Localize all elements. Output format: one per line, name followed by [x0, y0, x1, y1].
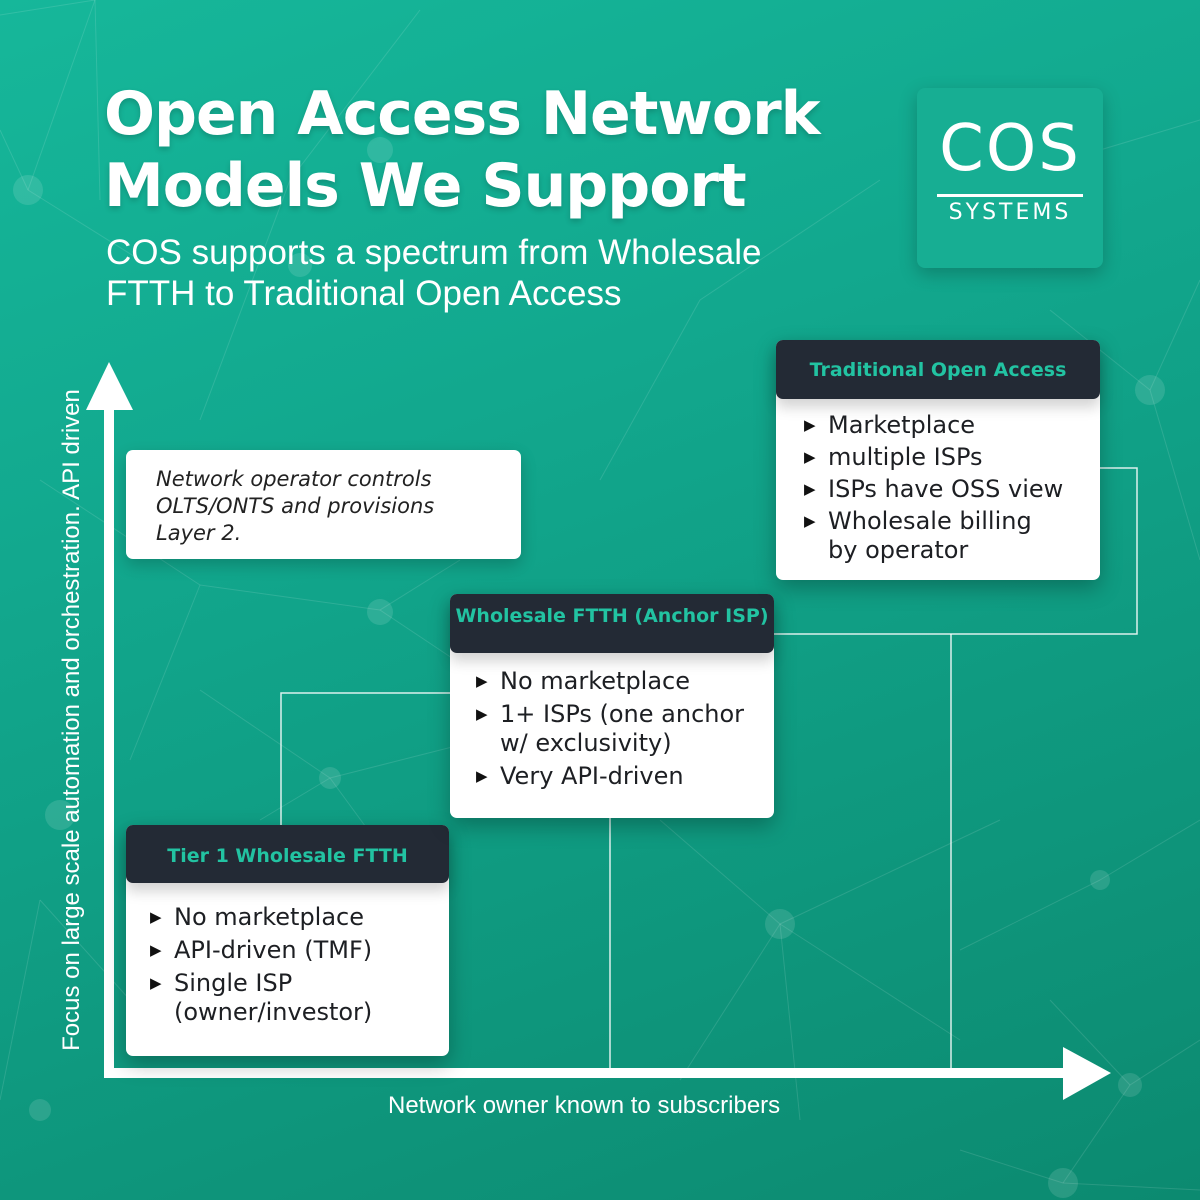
y-axis-line: [104, 405, 114, 1077]
operator-note: Network operator controls OLTS/ONTS and …: [126, 450, 521, 559]
card-bullets: ▶No marketplace ▶1+ ISPs (one anchor w/ …: [450, 653, 774, 791]
x-axis-line: [104, 1068, 1080, 1078]
connector-traditional: [774, 467, 1138, 635]
title-line-2: Models We Support: [104, 151, 747, 221]
bullet-arrow-icon: ▶: [804, 448, 816, 466]
card-title: Wholesale FTTH (Anchor ISP): [450, 594, 774, 653]
x-axis-arrow-icon: [1063, 1047, 1111, 1100]
model-card-tier1-wholesale: Tier 1 Wholesale FTTH ▶No marketplace ▶A…: [126, 825, 449, 1056]
bullet-arrow-icon: ▶: [804, 512, 816, 530]
logo-subtext: SYSTEMS: [948, 200, 1072, 225]
model-card-wholesale-anchor: Wholesale FTTH (Anchor ISP) ▶No marketpl…: [450, 594, 774, 818]
bullet-arrow-icon: ▶: [476, 672, 488, 690]
bullet-arrow-icon: ▶: [804, 416, 816, 434]
card-bullets: ▶No marketplace ▶API-driven (TMF) ▶Singl…: [126, 883, 449, 1027]
bullet-item: ▶1+ ISPs (one anchor w/ exclusivity): [476, 700, 745, 757]
bullet-item: ▶Very API-driven: [476, 762, 684, 790]
cos-systems-logo: COS SYSTEMS: [917, 88, 1103, 268]
subtitle-line-1: COS supports a spectrum from Wholesale: [106, 233, 762, 272]
bullet-arrow-icon: ▶: [476, 767, 488, 785]
page-subtitle: COS supports a spectrum from Wholesale F…: [106, 232, 762, 314]
bullet-item: ▶No marketplace: [476, 667, 691, 695]
card-title: Traditional Open Access: [776, 340, 1100, 399]
bullet-item: ▶Single ISP (owner/investor): [150, 969, 373, 1026]
title-line-1: Open Access Network: [104, 79, 821, 149]
card-title: Tier 1 Wholesale FTTH: [126, 825, 449, 883]
page-title: Open Access Network Models We Support: [104, 78, 821, 222]
connector-tier1-to-anchor: [280, 692, 450, 825]
y-axis-label: Focus on large scale automation and orch…: [58, 389, 85, 1051]
model-card-traditional-open-access: Traditional Open Access ▶Marketplace ▶mu…: [776, 340, 1100, 580]
bullet-item: ▶No marketplace: [150, 903, 365, 931]
bullet-arrow-icon: ▶: [804, 480, 816, 498]
logo-divider: [937, 194, 1083, 197]
subtitle-line-2: FTTH to Traditional Open Access: [106, 274, 622, 313]
bullet-arrow-icon: ▶: [150, 908, 162, 926]
bullet-arrow-icon: ▶: [150, 974, 162, 992]
logo-wordmark: COS: [939, 112, 1081, 186]
note-line: OLTS/ONTS and provisions: [156, 494, 435, 518]
x-axis-label: Network owner known to subscribers: [388, 1092, 781, 1119]
y-axis-arrow-icon: [86, 362, 133, 410]
bullet-item: ▶Wholesale billing by operator: [804, 507, 1032, 564]
bullet-item: ▶ISPs have OSS view: [804, 475, 1064, 503]
bullet-item: ▶API-driven (TMF): [150, 936, 373, 964]
bullet-item: ▶multiple ISPs: [804, 443, 983, 471]
note-line: Network operator controls: [156, 467, 432, 491]
bullet-arrow-icon: ▶: [150, 941, 162, 959]
card-bullets: ▶Marketplace ▶multiple ISPs ▶ISPs have O…: [776, 399, 1100, 565]
bullet-item: ▶Marketplace: [804, 411, 976, 439]
bullet-arrow-icon: ▶: [476, 705, 488, 723]
note-line: Layer 2.: [156, 521, 242, 545]
